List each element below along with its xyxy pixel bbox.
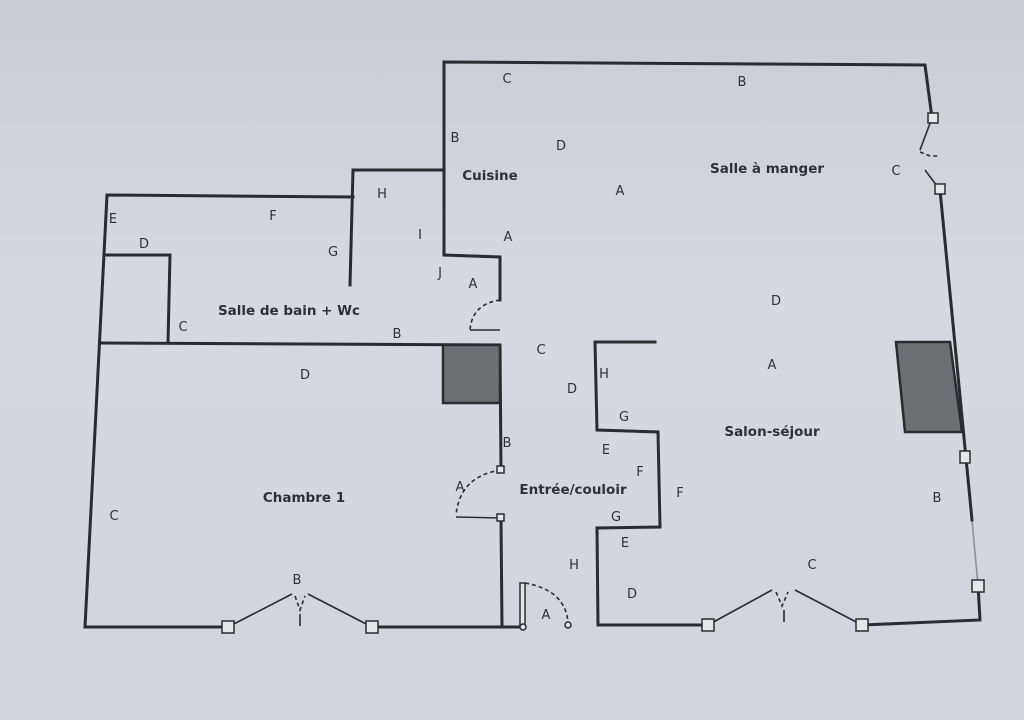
wall-label: C	[178, 320, 187, 335]
wall-post	[959, 450, 971, 464]
wall-label: C	[502, 72, 511, 87]
wall-label: C	[109, 509, 118, 524]
room-salle-de-bain: Salle de bain + Wc	[218, 303, 360, 319]
wall-label: C	[536, 343, 545, 358]
wall-label: A	[542, 608, 551, 623]
wall-label: C	[807, 558, 816, 573]
room-salon: Salon-séjour	[724, 424, 820, 440]
wall-label: G	[611, 510, 621, 525]
wall-label: F	[676, 486, 683, 501]
wall-label: B	[738, 75, 747, 90]
walls	[83, 60, 982, 629]
wall-label: C	[891, 164, 900, 179]
wall-label: D	[627, 587, 637, 602]
wall-label: A	[768, 358, 777, 373]
wall-label: D	[300, 368, 310, 383]
window-bedroom	[221, 593, 379, 634]
wall-post	[971, 579, 985, 593]
room-chambre: Chambre 1	[263, 490, 345, 506]
wall-label: A	[456, 480, 465, 495]
wall-labels: C B B D C A H F E I A D G J A D C B C A …	[109, 72, 942, 623]
wall-label: A	[504, 230, 513, 245]
door-bathroom	[469, 299, 501, 331]
room-cuisine: Cuisine	[462, 168, 518, 184]
door-bedroom	[455, 465, 505, 522]
wall-label: D	[771, 294, 781, 309]
wall-label: B	[933, 491, 942, 506]
wall-label: E	[602, 443, 610, 458]
entrance-door	[519, 582, 572, 631]
window-dining	[919, 112, 946, 195]
wall-label: D	[139, 237, 149, 252]
fireplace	[894, 340, 964, 434]
wall-label: A	[469, 277, 478, 292]
window-salon	[701, 589, 869, 632]
wall-label: G	[619, 410, 629, 425]
wall-label: E	[109, 212, 117, 227]
wall-label: H	[599, 367, 609, 382]
room-salle-a-manger: Salle à manger	[710, 161, 824, 177]
wall-label: E	[621, 536, 629, 551]
wall-label: B	[393, 327, 402, 342]
wall-label: H	[569, 558, 579, 573]
wall-label: F	[269, 209, 276, 224]
wall-label: F	[636, 465, 643, 480]
wall-label: I	[418, 228, 422, 243]
wall-label: D	[556, 139, 566, 154]
wall-label: H	[377, 187, 387, 202]
wall-label: A	[616, 184, 625, 199]
wall-label: D	[567, 382, 577, 397]
wall-label: B	[293, 573, 302, 588]
wall-label: J	[437, 266, 442, 281]
wall-label: B	[503, 436, 512, 451]
chimney	[441, 343, 502, 405]
wall-label: G	[328, 245, 338, 260]
room-entree: Entrée/couloir	[519, 482, 627, 498]
wall-label: B	[451, 131, 460, 146]
